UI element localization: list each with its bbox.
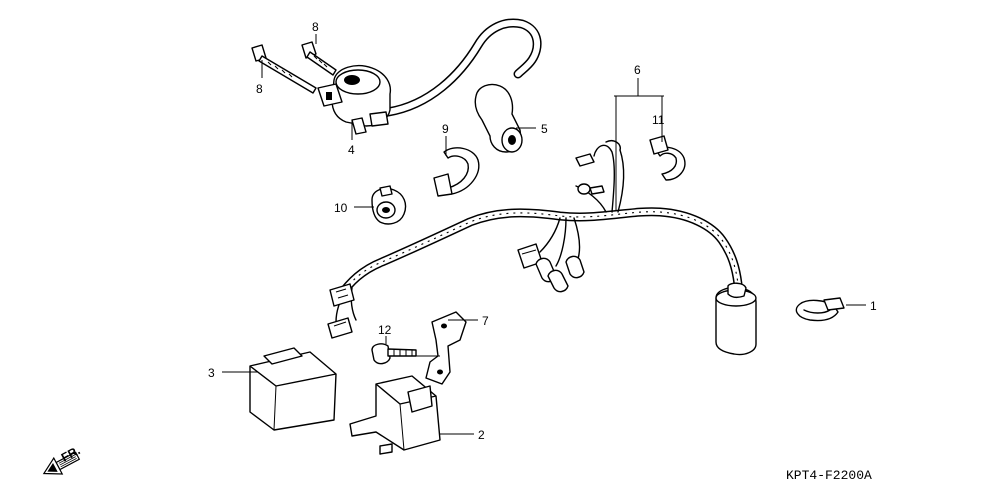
grommet xyxy=(371,185,407,225)
bracket xyxy=(425,311,467,385)
callout-10: 10 xyxy=(334,201,348,215)
callout-7: 7 xyxy=(482,314,489,328)
callout-9: 9 xyxy=(442,122,449,136)
leader-lines xyxy=(222,34,866,435)
callout-2: 2 xyxy=(478,428,485,442)
diagram-code: KPT4-F2200A xyxy=(786,468,872,483)
callout-4: 4 xyxy=(348,143,355,157)
callout-11: 11 xyxy=(652,113,665,127)
coil-bolt-upper xyxy=(301,41,337,76)
harness-band xyxy=(795,297,845,322)
wire-harness xyxy=(327,140,757,356)
callout-3: 3 xyxy=(208,366,215,380)
bracket-bolt xyxy=(371,343,417,365)
cdi-rubber-mount xyxy=(349,375,441,455)
harness-clip xyxy=(649,135,686,181)
callout-8-upper: 8 xyxy=(312,20,319,34)
callout-1: 1 xyxy=(870,299,877,313)
spark-plug-cap xyxy=(474,83,523,153)
front-direction-arrow: FR. xyxy=(42,443,82,475)
callout-5: 5 xyxy=(541,122,548,136)
ignition-coil xyxy=(317,18,542,135)
callout-8-lower: 8 xyxy=(256,82,263,96)
band-clamp xyxy=(433,147,480,197)
callout-6: 6 xyxy=(634,63,641,77)
coil-bolt-lower xyxy=(251,44,317,94)
cdi-unit xyxy=(249,347,337,431)
callout-12: 12 xyxy=(378,323,392,337)
